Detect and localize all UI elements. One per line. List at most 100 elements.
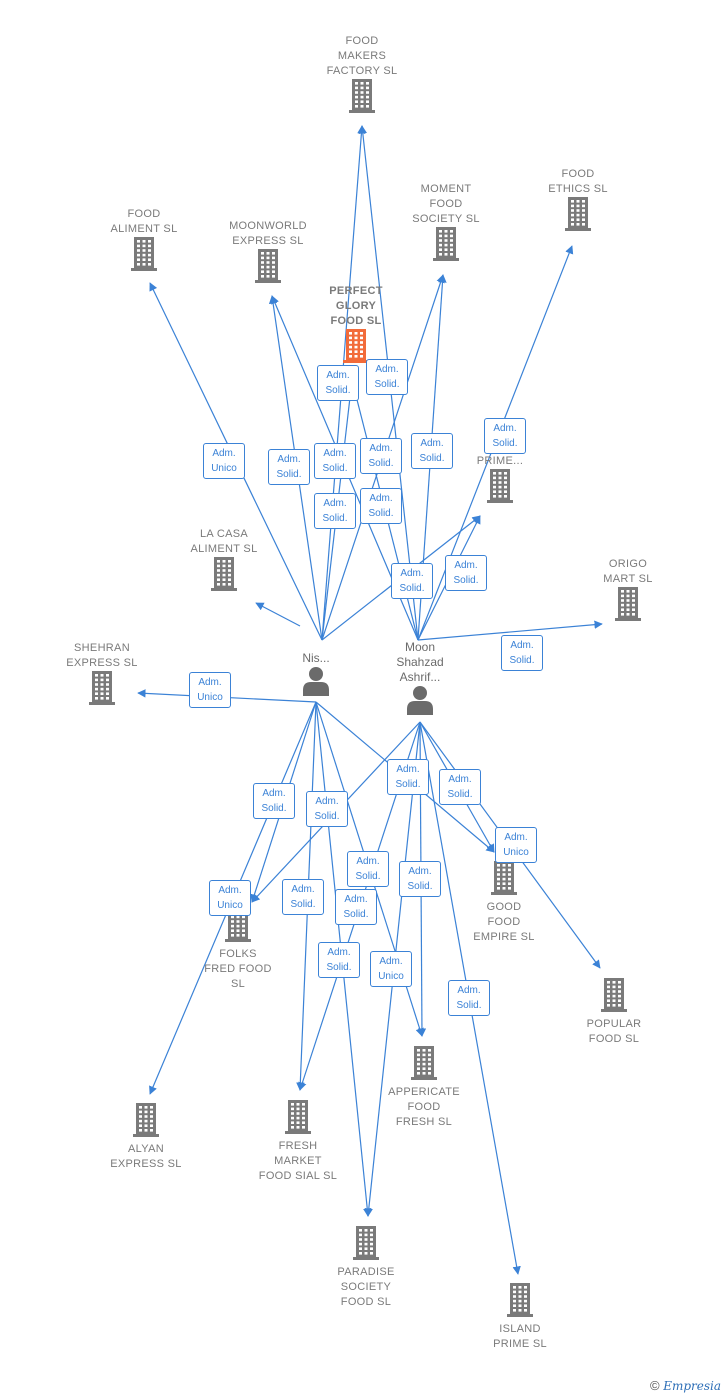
relation-label[interactable]: Adm. Solid.: [484, 418, 526, 454]
building-icon: [255, 249, 281, 283]
building-icon: [353, 1226, 379, 1260]
building-icon-wrap: [89, 671, 115, 710]
building-icon-wrap: [487, 469, 513, 508]
company-name: FOOD ETHICS SL: [548, 168, 608, 195]
company-food-ethics[interactable]: FOOD ETHICS SL: [518, 167, 638, 236]
relation-label[interactable]: Adm. Solid.: [501, 635, 543, 671]
company-name: POPULAR FOOD SL: [586, 1018, 642, 1045]
building-icon: [487, 469, 513, 503]
relation-label[interactable]: Adm. Solid.: [391, 563, 433, 599]
company-folks-fred[interactable]: FOLKS FRED FOOD SL: [178, 908, 298, 992]
company-alyan[interactable]: ALYAN EXPRESS SL: [86, 1103, 206, 1172]
building-icon: [343, 329, 369, 363]
company-name: FOOD MAKERS FACTORY SL: [326, 35, 398, 77]
relation-label[interactable]: Adm. Solid.: [360, 438, 402, 474]
building-icon-wrap: [491, 861, 517, 900]
company-name: GOOD FOOD EMPIRE SL: [473, 901, 535, 943]
company-name: PARADISE SOCIETY FOOD SL: [337, 1266, 395, 1308]
building-icon: [211, 557, 237, 591]
company-name: ALYAN EXPRESS SL: [110, 1143, 182, 1170]
relation-label[interactable]: Adm. Solid.: [347, 851, 389, 887]
relation-label[interactable]: Adm. Solid.: [360, 488, 402, 524]
relation-label[interactable]: Adm. Unico: [189, 672, 231, 708]
company-moonworld[interactable]: MOONWORLD EXPRESS SL: [208, 219, 328, 288]
building-icon-wrap: [507, 1283, 533, 1322]
empresia-logo: © Empresia: [650, 1378, 721, 1393]
building-icon-wrap: [285, 1100, 311, 1139]
company-name: SHEHRAN EXPRESS SL: [66, 642, 138, 669]
edge-nis-la_casa: [255, 602, 301, 627]
relation-label[interactable]: Adm. Solid.: [314, 443, 356, 479]
relation-label[interactable]: Adm. Solid.: [282, 879, 324, 915]
company-appericate[interactable]: APPERICATE FOOD FRESH SL: [364, 1046, 484, 1130]
person-name: Moon Shahzad Ashrif...: [396, 640, 444, 684]
relation-label[interactable]: Adm. Solid.: [445, 555, 487, 591]
person-name: Nis...: [302, 651, 330, 665]
company-name: PERFECT GLORY FOOD SL: [329, 285, 383, 327]
building-icon-wrap: [131, 237, 157, 276]
company-fresh-market[interactable]: FRESH MARKET FOOD SIAL SL: [238, 1100, 358, 1184]
company-popular[interactable]: POPULAR FOOD SL: [554, 978, 674, 1047]
building-icon-wrap: [343, 329, 369, 368]
company-la-casa[interactable]: LA CASA ALIMENT SL: [164, 527, 284, 596]
person-icon: [303, 667, 329, 696]
relation-label[interactable]: Adm. Solid.: [439, 769, 481, 805]
relation-label[interactable]: Adm. Solid.: [411, 433, 453, 469]
company-shehran[interactable]: SHEHRAN EXPRESS SL: [42, 641, 162, 710]
relation-label[interactable]: Adm. Solid.: [317, 365, 359, 401]
building-icon-wrap: [615, 587, 641, 626]
person-icon: [407, 686, 433, 715]
building-icon-wrap: [411, 1046, 437, 1085]
building-icon: [411, 1046, 437, 1080]
building-icon-wrap: [349, 79, 375, 118]
company-moment-food[interactable]: MOMENT FOOD SOCIETY SL: [386, 182, 506, 266]
building-icon: [285, 1100, 311, 1134]
relation-label[interactable]: Adm. Solid.: [399, 861, 441, 897]
building-icon: [491, 861, 517, 895]
relation-label[interactable]: Adm. Unico: [370, 951, 412, 987]
relation-label[interactable]: Adm. Solid.: [306, 791, 348, 827]
building-icon: [615, 587, 641, 621]
relation-label[interactable]: Adm. Solid.: [366, 359, 408, 395]
relation-label[interactable]: Adm. Solid.: [253, 783, 295, 819]
building-icon-wrap: [255, 249, 281, 288]
company-food-makers[interactable]: FOOD MAKERS FACTORY SL: [302, 34, 422, 118]
building-icon: [133, 1103, 159, 1137]
building-icon: [565, 197, 591, 231]
building-icon-wrap: [211, 557, 237, 596]
company-name: MOONWORLD EXPRESS SL: [229, 220, 307, 247]
building-icon-wrap: [601, 978, 627, 1017]
brand-name: Empresia: [663, 1379, 722, 1393]
relation-label[interactable]: Adm. Unico: [209, 880, 251, 916]
relation-label[interactable]: Adm. Solid.: [387, 759, 429, 795]
relation-label[interactable]: Adm. Solid.: [268, 449, 310, 485]
company-name: MOMENT FOOD SOCIETY SL: [412, 183, 480, 225]
copyright-symbol: ©: [650, 1378, 660, 1393]
relation-label[interactable]: Adm. Solid.: [448, 980, 490, 1016]
company-name: FRESH MARKET FOOD SIAL SL: [258, 1140, 338, 1182]
company-origo[interactable]: ORIGO MART SL: [568, 557, 688, 626]
person-moon[interactable]: Moon Shahzad Ashrif...: [380, 640, 460, 720]
company-good-food[interactable]: GOOD FOOD EMPIRE SL: [444, 861, 564, 945]
building-icon: [601, 978, 627, 1012]
company-name: FOOD ALIMENT SL: [110, 208, 178, 235]
company-island[interactable]: ISLAND PRIME SL: [460, 1283, 580, 1352]
relation-label[interactable]: Adm. Solid.: [318, 942, 360, 978]
company-name: ORIGO MART SL: [603, 558, 653, 585]
person-nis[interactable]: Nis...: [276, 651, 356, 701]
company-food-aliment[interactable]: FOOD ALIMENT SL: [84, 207, 204, 276]
relation-label[interactable]: Adm. Unico: [495, 827, 537, 863]
building-icon-wrap: [433, 227, 459, 266]
company-name: LA CASA ALIMENT SL: [190, 528, 258, 555]
building-icon-wrap: [565, 197, 591, 236]
relation-label[interactable]: Adm. Solid.: [335, 889, 377, 925]
company-name: ISLAND PRIME SL: [493, 1323, 547, 1350]
company-perfect-glory[interactable]: PERFECT GLORY FOOD SL: [296, 284, 416, 368]
company-paradise[interactable]: PARADISE SOCIETY FOOD SL: [306, 1226, 426, 1310]
relation-label[interactable]: Adm. Solid.: [314, 493, 356, 529]
relation-label[interactable]: Adm. Unico: [203, 443, 245, 479]
building-icon: [507, 1283, 533, 1317]
edge-moon-origo: [417, 620, 603, 641]
company-name: APPERICATE FOOD FRESH SL: [388, 1086, 460, 1128]
building-icon: [349, 79, 375, 113]
